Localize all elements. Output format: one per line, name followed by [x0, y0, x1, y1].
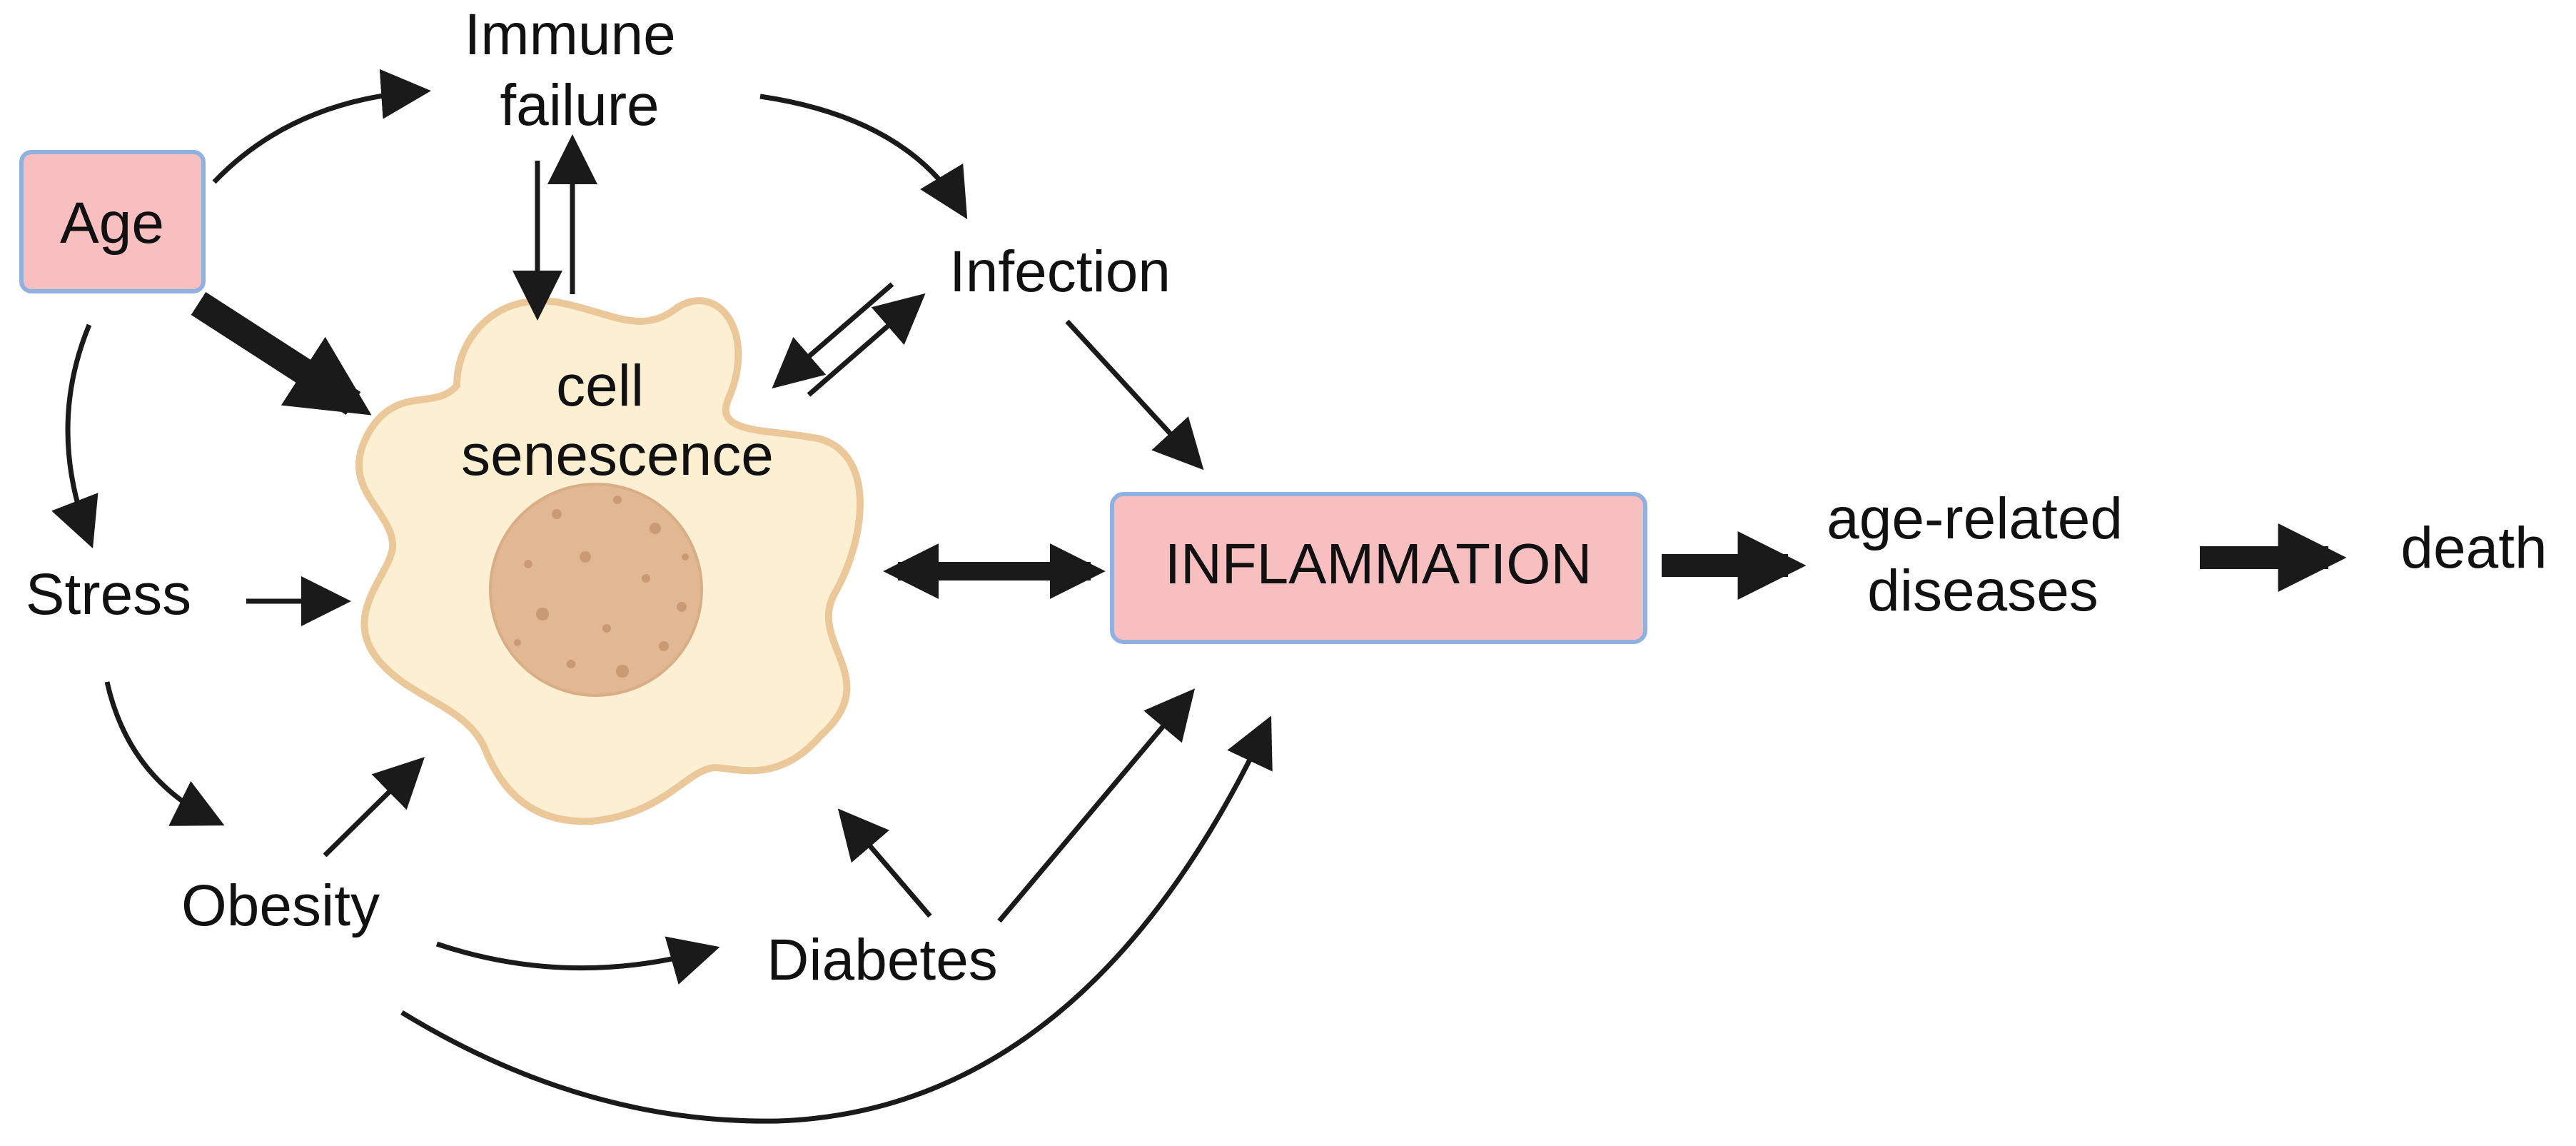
arrow-stress-to-obesity: [104, 681, 225, 826]
death-label: death: [2400, 516, 2547, 580]
inflammation-node: INFLAMMATION: [1110, 492, 1647, 644]
inflammation-label: INFLAMMATION: [1165, 532, 1592, 595]
age-node: Age: [19, 150, 206, 293]
diabetes-label: Diabetes: [767, 928, 998, 992]
arrow-infection-to-inflammation: [1065, 319, 1204, 471]
arrow-obesity-to-inflammation: [400, 715, 1273, 1124]
arrow-diabetes-to-cell-senescence: [837, 808, 932, 918]
arrow-immune-failure-to-infection: [759, 94, 968, 220]
arrow-age-to-cell-senescence: [191, 292, 372, 416]
age-related-diseases-label: age-related diseases: [1827, 486, 2139, 623]
arrow-obesity-to-cell-senescence: [323, 757, 425, 858]
arrow-cell-senescence-to-infection: [807, 293, 926, 397]
arrows: [51, 69, 2347, 1124]
obesity-label: Obesity: [181, 873, 380, 938]
infection-label: Infection: [949, 239, 1171, 304]
age-label: Age: [60, 191, 164, 256]
cell-senescence-node: cell senescence: [355, 297, 864, 825]
arrow-age-to-stress: [51, 323, 99, 549]
arrow-obesity-to-diabetes: [435, 936, 720, 985]
cell-senescence-label: cell senescence: [461, 353, 774, 488]
arrow-diabetes-to-inflammation: [997, 688, 1196, 923]
nucleus: [489, 483, 703, 697]
arrow-age-to-immune-failure: [212, 69, 431, 184]
stress-label: Stress: [26, 562, 191, 627]
arrow-infection-to-cell-senescence: [772, 282, 894, 389]
immune-failure-label: Immune failure: [464, 2, 692, 138]
